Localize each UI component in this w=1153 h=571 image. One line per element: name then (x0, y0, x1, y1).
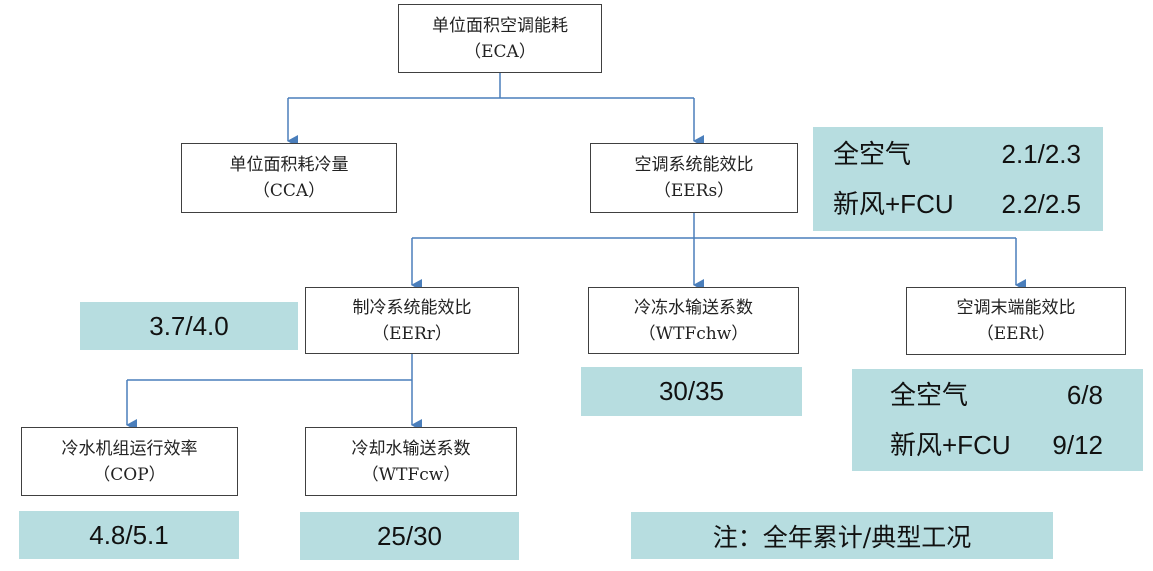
value-number: 4.8/5.1 (89, 519, 169, 550)
value-row: 新风+FCU 9/12 (890, 420, 1103, 470)
value-label: 全空气 (890, 380, 969, 410)
footnote-text: 注：全年累计/典型工况 (712, 522, 972, 552)
node-eca-abbr: （ECA） (464, 41, 536, 62)
node-cca-abbr: （CCA） (252, 181, 326, 201)
node-cca-title: 单位面积耗冷量 (229, 155, 349, 175)
node-wtfcw-abbr: （WTFcw） (361, 464, 461, 485)
node-eerr-title: 制冷系统能效比 (352, 297, 472, 318)
node-wtfchw-title: 冷冻水输送系数 (634, 297, 753, 318)
value-box-eert: 全空气 6/8 新风+FCU 9/12 (852, 369, 1143, 471)
node-cop-abbr: （COP） (93, 464, 166, 485)
node-wtfchw: 冷冻水输送系数 （WTFchw） (588, 287, 799, 354)
value-number: 2.2/2.5 (1001, 189, 1081, 219)
value-box-eerr: 3.7/4.0 (80, 302, 298, 350)
node-cca: 单位面积耗冷量 （CCA） (181, 143, 397, 213)
node-wtfcw-title: 冷却水输送系数 (351, 438, 471, 459)
node-eert: 空调末端能效比 （EERt） (906, 287, 1126, 355)
node-wtfchw-abbr: （WTFchw） (638, 323, 749, 344)
node-eca-title: 单位面积空调能耗 (432, 15, 568, 36)
node-eers-abbr: （EERs） (653, 181, 735, 201)
value-label: 新风+FCU (890, 430, 1011, 460)
node-eers-title: 空调系统能效比 (634, 155, 754, 175)
value-box-cop: 4.8/5.1 (19, 511, 239, 559)
value-number: 30/35 (658, 376, 725, 406)
value-row: 全空气 2.1/2.3 (833, 129, 1081, 179)
value-box-wtfchw: 30/35 (581, 367, 802, 416)
node-eca: 单位面积空调能耗 （ECA） (398, 4, 602, 73)
value-number: 6/8 (1066, 380, 1103, 410)
node-eerr: 制冷系统能效比 （EERr） (305, 287, 519, 354)
value-row: 全空气 6/8 (890, 370, 1103, 420)
value-box-eers: 全空气 2.1/2.3 新风+FCU 2.2/2.5 (813, 127, 1103, 231)
node-eert-title: 空调末端能效比 (956, 298, 1076, 318)
value-label: 全空气 (833, 139, 912, 169)
value-number: 3.7/4.0 (149, 310, 229, 341)
value-row: 新风+FCU 2.2/2.5 (833, 179, 1081, 229)
footnote: 注：全年累计/典型工况 (631, 512, 1053, 559)
node-eerr-abbr: （EERr） (372, 323, 452, 344)
node-cop: 冷水机组运行效率 （COP） (21, 427, 238, 496)
node-eers: 空调系统能效比 （EERs） (590, 143, 798, 213)
value-number: 9/12 (1052, 430, 1103, 460)
value-number: 25/30 (376, 520, 443, 551)
value-number: 2.1/2.3 (1001, 139, 1081, 169)
value-label: 新风+FCU (833, 189, 954, 219)
node-eert-abbr: （EERt） (976, 324, 1056, 344)
node-cop-title: 冷水机组运行效率 (61, 438, 198, 459)
node-wtfcw: 冷却水输送系数 （WTFcw） (305, 427, 517, 496)
value-box-wtfcw: 25/30 (300, 512, 519, 560)
